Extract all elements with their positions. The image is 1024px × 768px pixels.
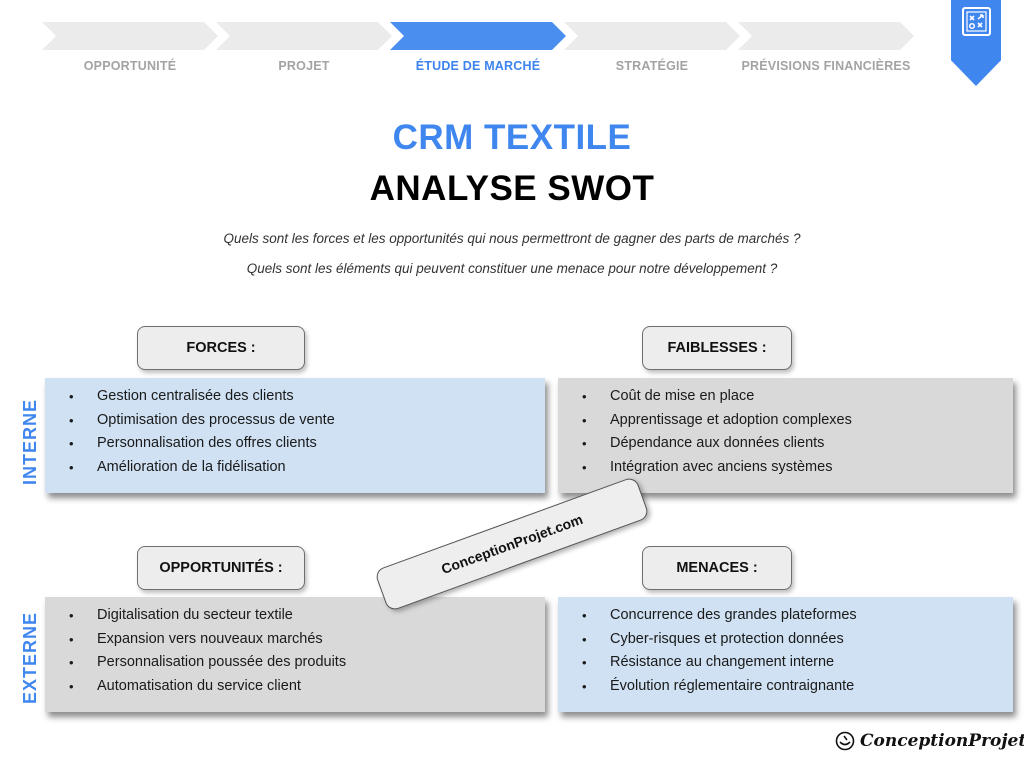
faiblesses-quadrant: Coût de mise en place Apprentissage et a… <box>558 378 1013 493</box>
faiblesses-item: Dépendance aux données clients <box>558 432 1013 456</box>
opportunites-item: Personnalisation poussée des produits <box>45 651 545 675</box>
forces-list: Gestion centralisée des clients Optimisa… <box>45 378 545 479</box>
product-title: CRM TEXTILE <box>392 118 632 157</box>
step-projet-chevron[interactable] <box>216 22 392 50</box>
opportunites-item: Digitalisation du secteur textile <box>45 604 545 628</box>
step-etude-de-marche-label[interactable]: ÉTUDE DE MARCHÉ <box>415 59 541 73</box>
step-etude-de-marche-chevron[interactable] <box>390 22 566 50</box>
step-strategie-chevron[interactable] <box>564 22 740 50</box>
forces-item: Personnalisation des offres clients <box>45 432 545 456</box>
step-opportunite-chevron[interactable] <box>42 22 218 50</box>
question-2: Quels sont les éléments qui peuvent cons… <box>246 261 778 276</box>
forces-label: FORCES : <box>137 326 305 370</box>
page-title: ANALYSE SWOT <box>369 169 655 208</box>
opportunites-item: Automatisation du service client <box>45 675 545 699</box>
menaces-item: Concurrence des grandes plateformes <box>558 604 1013 628</box>
step-strategie-label[interactable]: STRATÉGIE <box>615 59 689 73</box>
faiblesses-item: Coût de mise en place <box>558 385 1013 409</box>
opportunites-label: OPPORTUNITÉS : <box>137 546 305 590</box>
faiblesses-label: FAIBLESSES : <box>642 326 792 370</box>
forces-item: Amélioration de la fidélisation <box>45 456 545 480</box>
menaces-item: Évolution réglementaire contraignante <box>558 675 1013 699</box>
question-1: Quels sont les forces et les opportunité… <box>223 231 801 246</box>
faiblesses-item: Apprentissage et adoption complexes <box>558 409 1013 433</box>
opportunites-quadrant: Digitalisation du secteur textile Expans… <box>45 597 545 712</box>
conception-logo-icon <box>835 731 855 751</box>
menaces-label: MENACES : <box>642 546 792 590</box>
opportunites-item: Expansion vers nouveaux marchés <box>45 628 545 652</box>
faiblesses-item: Intégration avec anciens systèmes <box>558 456 1013 480</box>
step-previsions-financieres-label[interactable]: PRÉVISIONS FINANCIÈRES <box>741 59 911 73</box>
brand-name: ConceptionProjet <box>860 731 1024 751</box>
axis-label-interne: INTERNE <box>20 399 40 486</box>
menaces-quadrant: Concurrence des grandes plateformes Cybe… <box>558 597 1013 712</box>
forces-item: Optimisation des processus de vente <box>45 409 545 433</box>
watermark-badge: ConceptionProjet.com <box>373 475 651 613</box>
progress-steps: OPPORTUNITÉ PROJET ÉTUDE DE MARCHÉ STRAT… <box>42 22 922 82</box>
step-projet-label[interactable]: PROJET <box>278 59 330 73</box>
opportunites-list: Digitalisation du secteur textile Expans… <box>45 597 545 698</box>
menaces-item: Résistance au changement interne <box>558 651 1013 675</box>
faiblesses-list: Coût de mise en place Apprentissage et a… <box>558 378 1013 479</box>
step-opportunite-label[interactable]: OPPORTUNITÉ <box>83 59 177 73</box>
axis-label-externe: EXTERNE <box>20 611 40 705</box>
step-previsions-financieres-chevron[interactable] <box>738 22 914 50</box>
forces-quadrant: Gestion centralisée des clients Optimisa… <box>45 378 545 493</box>
forces-item: Gestion centralisée des clients <box>45 385 545 409</box>
strategy-board-icon <box>962 7 991 36</box>
menaces-list: Concurrence des grandes plateformes Cybe… <box>558 597 1013 698</box>
menaces-item: Cyber-risques et protection données <box>558 628 1013 652</box>
